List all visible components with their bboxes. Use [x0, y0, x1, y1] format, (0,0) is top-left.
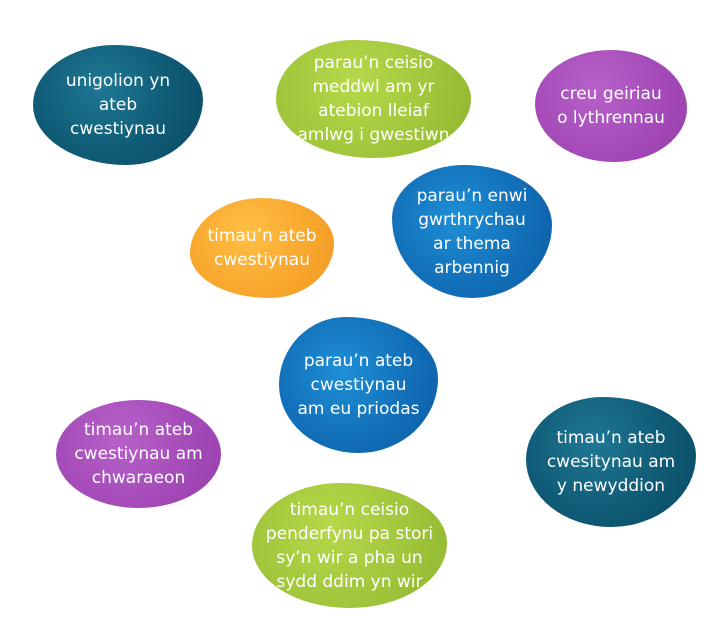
bubble-teams-answer-questions: timau’n ateb cwestiynau [190, 198, 334, 298]
bubble-text: creu geiriau o lythrennau [557, 84, 665, 128]
bubble-text: timau’n ceisio penderfynu pa stori sy’n … [265, 499, 434, 592]
bubble-text: parau’n ceisio meddwl am yr atebion llei… [297, 53, 450, 145]
bubble-teams-true-or-false-story: timau’n ceisio penderfynu pa stori sy’n … [252, 483, 447, 608]
bubble-text: parau’n enwi gwrthrychau ar thema arbenn… [416, 185, 528, 278]
bubble-text: timau’n ateb cwestiynau am chwaraeon [74, 420, 203, 488]
bubble-text: timau’n ateb cwestiynau [207, 226, 317, 270]
bubble-teams-sports-questions: timau’n ateb cwestiynau am chwaraeon [56, 400, 221, 508]
bubble-pairs-questions-about-wedding: parau’n ateb cwestiynau am eu priodas [279, 317, 438, 453]
bubble-teams-news-questions: timau’n ateb cwesitynau am y newyddion [526, 397, 696, 527]
bubble-text: parau’n ateb cwestiynau am eu priodas [297, 351, 420, 419]
bubble-text: unigolion yn ateb cwestiynau [65, 71, 171, 139]
bubble-individuals-answer-questions: unigolion yn ateb cwestiynau [33, 45, 203, 165]
bubble-pairs-name-objects-theme: parau’n enwi gwrthrychau ar thema arbenn… [392, 165, 552, 298]
bubble-pairs-least-obvious-answers: parau’n ceisio meddwl am yr atebion llei… [276, 40, 471, 158]
bubble-text: timau’n ateb cwesitynau am y newyddion [546, 428, 676, 496]
bubble-create-words-from-letters: creu geiriau o lythrennau [535, 50, 687, 162]
